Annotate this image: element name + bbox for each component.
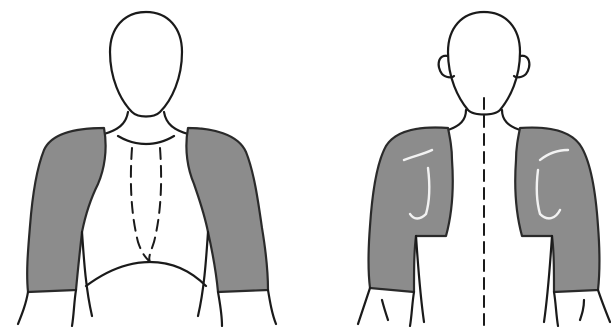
front-head: [110, 12, 182, 117]
front-left-forearm: [18, 290, 76, 326]
front-view-figure: [18, 12, 276, 326]
front-right-forearm: [218, 290, 276, 326]
front-sternum-dashed-left: [131, 148, 150, 262]
front-neck: [104, 112, 188, 134]
front-left-shaded-region: [27, 128, 105, 292]
back-left-ear: [439, 56, 454, 78]
back-left-hand: [358, 288, 414, 326]
back-right-ear: [514, 56, 529, 78]
front-torso-outline: [82, 232, 208, 316]
front-sternum-dashed-right: [149, 148, 161, 262]
front-lower-chest-lines: [86, 262, 206, 286]
front-right-shaded-region: [186, 128, 268, 292]
back-view-figure: [358, 12, 610, 326]
front-collarbone: [118, 136, 174, 144]
back-right-hand: [554, 290, 610, 326]
back-left-shaded-region: [369, 128, 453, 292]
